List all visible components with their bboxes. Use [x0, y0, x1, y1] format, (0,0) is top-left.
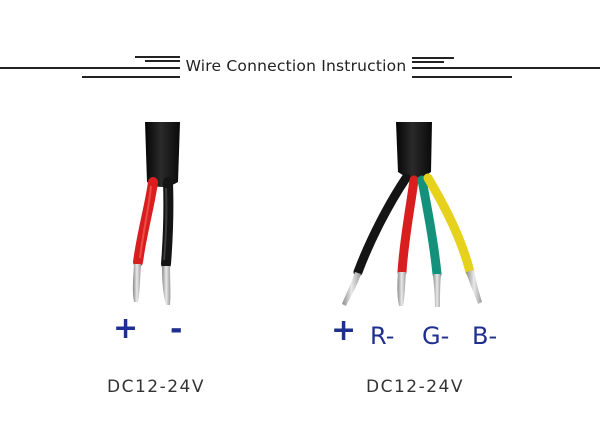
left-minus-label: -	[170, 312, 183, 347]
right-b-label: B-	[472, 322, 498, 350]
header-accent-line	[412, 61, 444, 63]
header-accent-line	[412, 57, 454, 59]
right-red-wire	[397, 175, 419, 277]
right-yellow-wire	[423, 173, 475, 277]
left-black-wire-tip	[162, 266, 171, 305]
header-rule-left	[0, 67, 180, 69]
right-green-wire-tip	[433, 274, 441, 307]
left-cable-jacket	[145, 122, 180, 187]
left-voltage-label: DC12-24V	[107, 377, 205, 397]
right-g-label: G-	[422, 322, 450, 350]
left-red-wire-tip	[132, 264, 141, 302]
header-accent-line	[135, 56, 180, 58]
right-voltage-label: DC12-24V	[366, 377, 464, 397]
right-yellow-wire-tip	[466, 270, 482, 304]
right-cable-jacket	[396, 122, 432, 178]
right-r-label: R-	[370, 322, 395, 350]
header-accent-line	[82, 76, 180, 78]
header-accent-line	[412, 76, 512, 78]
left-black-wire	[161, 177, 174, 269]
left-plus-label: +	[113, 311, 139, 346]
page-title: Wire Connection Instruction	[180, 57, 412, 79]
right-cable	[342, 122, 482, 307]
right-black-wire	[353, 173, 411, 277]
right-green-wire	[417, 175, 442, 279]
right-red-wire-tip	[397, 272, 406, 306]
right-black-wire-tip	[342, 272, 361, 306]
header-accent-line	[145, 60, 180, 62]
left-cable	[132, 122, 180, 305]
header-rule-right	[412, 67, 600, 69]
right-plus-label: +	[331, 313, 357, 348]
